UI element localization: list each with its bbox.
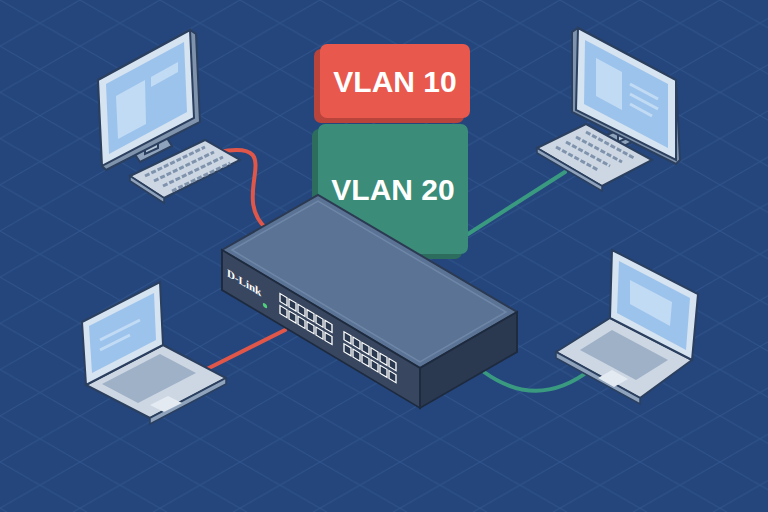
vlan-label: VLAN 10 [333,65,456,98]
screen-lines [630,84,658,116]
ethernet-port [344,332,351,344]
laptop-computer [82,282,226,424]
monitor-screen [106,42,187,154]
ethernet-port [316,315,323,327]
green-cable [440,172,565,252]
ethernet-port [325,320,332,332]
screen-window [151,62,178,87]
switch-side [420,312,517,408]
switch-front-face [222,250,420,408]
laptop-screen [89,293,156,373]
green-cable [484,370,590,391]
laptop-lid [610,250,698,360]
screen-window [630,280,672,326]
desktop-computer [98,30,240,203]
vlan-badge: VLAN 10 [320,44,470,118]
ethernet-port [362,342,369,354]
keyboard-keys [145,147,230,191]
keyboard [537,124,652,186]
ethernet-port [371,348,378,360]
ethernet-port [389,359,396,371]
switch-front [222,250,420,408]
ethernet-port [280,294,287,306]
monitor-bezel [98,30,194,166]
ethernet-port [307,322,314,334]
ethernet-port [353,349,360,361]
ethernet-port [307,310,314,322]
ethernet-port [289,299,296,311]
screen-window [116,80,146,139]
screen-lines [100,320,140,350]
laptop-touchpad [150,396,182,412]
ethernet-port [280,306,287,318]
laptop-lid [82,282,163,385]
port-block [280,294,332,345]
laptop-touchpad [598,370,628,387]
switch-right-face [420,312,517,408]
ethernet-port [380,365,387,377]
ethernet-port [353,337,360,349]
ethernet-port [380,353,387,365]
ethernet-port [362,354,369,366]
port-block [344,332,396,383]
laptop-screen [617,261,690,350]
ethernet-port [298,316,305,328]
desktop-computer [537,28,680,191]
ethernet-port [316,327,323,339]
status-led [263,302,267,309]
brand-logo: D-Link [227,266,261,299]
ethernet-port [389,371,396,383]
ethernet-port [289,311,296,323]
screen-window [596,58,622,110]
ethernet-port [344,344,351,356]
laptop-computer [556,250,698,404]
keyboard-keys [556,132,634,170]
red-cable [205,330,285,370]
ethernet-port [325,332,332,344]
vlan-label: VLAN 20 [331,173,454,206]
ethernet-port [298,304,305,316]
ethernet-port [371,360,378,372]
switch-front-panel: D-Link [222,250,420,408]
